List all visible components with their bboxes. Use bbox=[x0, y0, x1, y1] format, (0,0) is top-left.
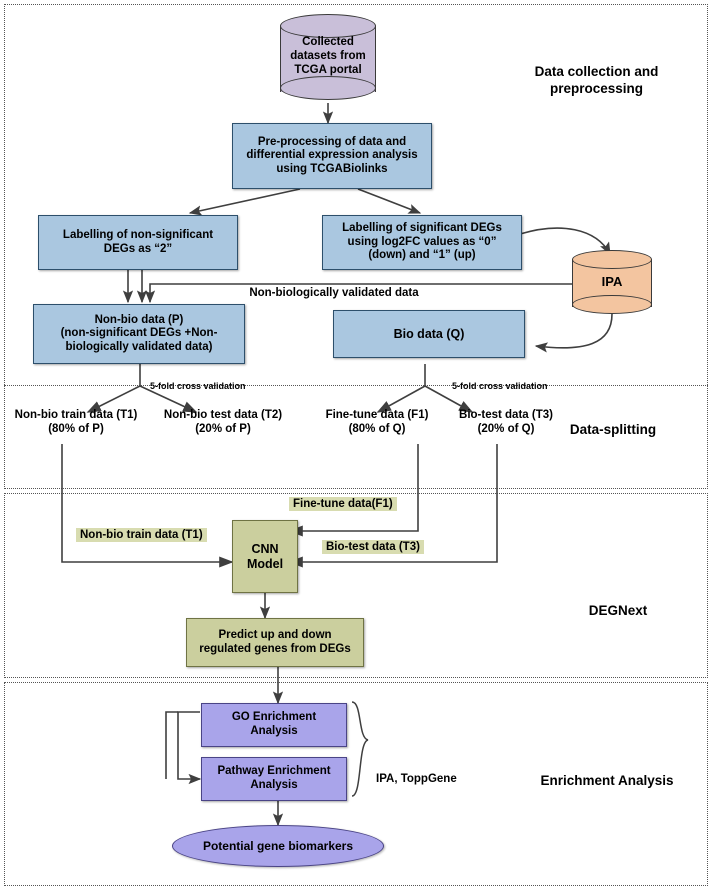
section-frame-enrichment bbox=[4, 682, 708, 886]
pathway-enrichment-box[interactable]: Pathway Enrichment Analysis bbox=[201, 757, 347, 801]
section-label-enrichment: Enrichment Analysis bbox=[540, 773, 674, 788]
edge-label-t1: Non-bio train data (T1) bbox=[76, 528, 207, 542]
cylinder-bottom-ellipse bbox=[280, 76, 376, 100]
preprocessing-box[interactable]: Pre-processing of data and differential … bbox=[232, 123, 432, 189]
cnn-model-box[interactable]: CNN Model bbox=[232, 520, 298, 593]
section-divider-data-splitting bbox=[4, 385, 708, 386]
section-label-degnext: DEGNext bbox=[588, 603, 648, 618]
cylinder-top-ellipse bbox=[280, 14, 376, 38]
go-enrichment-box[interactable]: GO Enrichment Analysis bbox=[201, 703, 347, 747]
collected-datasets-label: Collected datasets from TCGA portal bbox=[290, 36, 366, 76]
edge-label-tools: IPA, ToppGene bbox=[376, 773, 457, 785]
cv-label-right: 5-fold cross validation bbox=[452, 381, 548, 391]
edge-label-non-bio-validated: Non-biologically validated data bbox=[249, 287, 419, 299]
cv-label-left: 5-fold cross validation bbox=[150, 381, 246, 391]
ipa-label: IPA bbox=[601, 274, 623, 289]
split-label-t3: Bio-test data (T3) (20% of Q) bbox=[459, 409, 553, 435]
collected-datasets-cylinder: Collected datasets from TCGA portal bbox=[280, 14, 376, 104]
potential-gene-biomarkers-ellipse[interactable]: Potential gene biomarkers bbox=[172, 825, 384, 867]
predict-box[interactable]: Predict up and down regulated genes from… bbox=[186, 618, 364, 667]
labelling-significant-box[interactable]: Labelling of significant DEGs using log2… bbox=[322, 215, 522, 270]
split-label-f1: Fine-tune data (F1) (80% of Q) bbox=[325, 409, 429, 435]
labelling-non-significant-box[interactable]: Labelling of non-significant DEGs as “2” bbox=[38, 215, 238, 270]
split-label-t2: Non-bio test data (T2) (20% of P) bbox=[163, 409, 283, 435]
bio-data-box[interactable]: Bio data (Q) bbox=[333, 310, 525, 358]
edge-label-f1: Fine-tune data(F1) bbox=[289, 497, 397, 511]
ipa-cylinder-bottom-ellipse bbox=[572, 295, 652, 314]
ipa-cylinder-top-ellipse bbox=[572, 250, 652, 269]
split-label-t1: Non-bio train data (T1) (80% of P) bbox=[14, 409, 138, 435]
edge-label-t3: Bio-test data (T3) bbox=[322, 540, 424, 554]
section-label-data-collection: Data collection and preprocessing bbox=[534, 64, 659, 96]
ipa-cylinder: IPA bbox=[572, 250, 652, 316]
non-bio-data-box[interactable]: Non-bio data (P) (non-significant DEGs +… bbox=[33, 304, 245, 364]
section-label-data-splitting: Data-splitting bbox=[569, 422, 657, 437]
